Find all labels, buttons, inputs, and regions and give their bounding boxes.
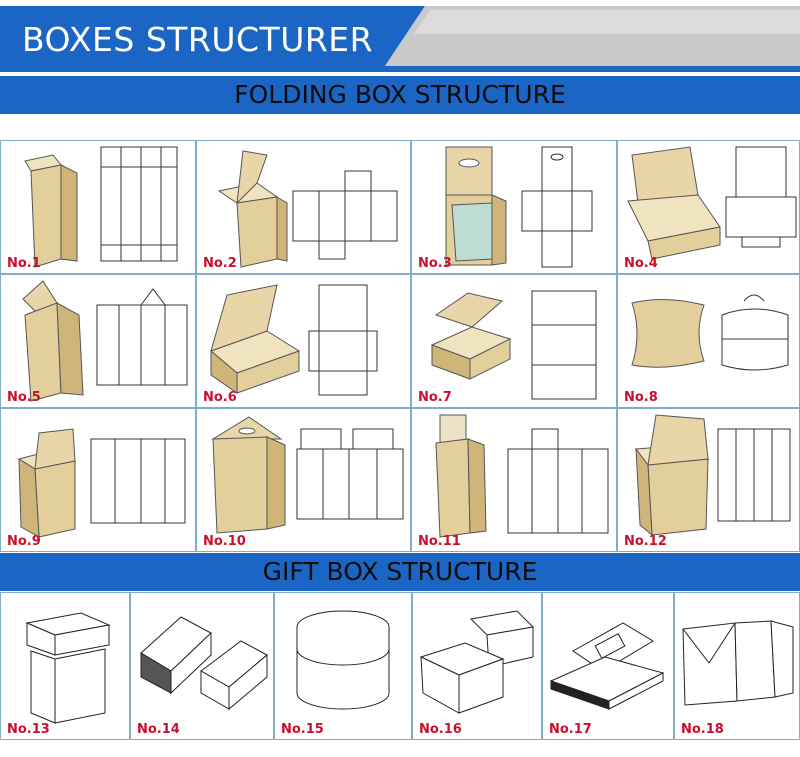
box-cell-5: No.5 bbox=[0, 274, 196, 408]
box-cell-14: No.14 bbox=[130, 592, 274, 740]
header-banner: BOXES STRUCTURER bbox=[0, 0, 800, 72]
box-illustration bbox=[296, 610, 390, 710]
box-number-label: No.7 bbox=[418, 390, 452, 405]
box-cell-18: No.18 bbox=[674, 592, 800, 740]
box-number-label: No.1 bbox=[7, 256, 41, 271]
box-number-label: No.8 bbox=[624, 390, 658, 405]
box-illustration bbox=[140, 616, 268, 711]
banner-shape bbox=[0, 6, 800, 72]
box-number-label: No.18 bbox=[681, 722, 724, 737]
box-number-label: No.2 bbox=[203, 256, 237, 271]
box-cell-7: No.7 bbox=[411, 274, 617, 408]
box-cell-15: No.15 bbox=[274, 592, 412, 740]
box-cell-8: No.8 bbox=[617, 274, 800, 408]
box-cell-6: No.6 bbox=[196, 274, 411, 408]
box-cell-17: No.17 bbox=[542, 592, 674, 740]
box-illustration bbox=[17, 428, 186, 538]
box-illustration bbox=[445, 146, 593, 268]
box-number-label: No.17 bbox=[549, 722, 592, 737]
section-folding-title: FOLDING BOX STRUCTURE bbox=[0, 76, 800, 114]
box-number-label: No.10 bbox=[203, 534, 246, 549]
box-cell-4: No.4 bbox=[617, 140, 800, 274]
page-title: BOXES STRUCTURER bbox=[22, 20, 374, 59]
section-gift-title: GIFT BOX STRUCTURE bbox=[0, 553, 800, 591]
box-cell-13: No.13 bbox=[0, 592, 130, 740]
box-number-label: No.14 bbox=[137, 722, 180, 737]
box-number-label: No.6 bbox=[203, 390, 237, 405]
box-number-label: No.11 bbox=[418, 534, 461, 549]
box-illustration bbox=[430, 290, 597, 400]
box-number-label: No.4 bbox=[624, 256, 658, 271]
box-cell-11: No.11 bbox=[411, 408, 617, 552]
box-number-label: No.13 bbox=[7, 722, 50, 737]
box-illustration bbox=[217, 150, 398, 268]
box-number-label: No.12 bbox=[624, 534, 667, 549]
box-cell-9: No.9 bbox=[0, 408, 196, 552]
box-illustration bbox=[210, 284, 378, 396]
box-number-label: No.3 bbox=[418, 256, 452, 271]
box-cell-12: No.12 bbox=[617, 408, 800, 552]
box-illustration bbox=[24, 146, 178, 268]
box-illustration bbox=[549, 622, 665, 710]
box-illustration bbox=[435, 414, 609, 538]
box-illustration bbox=[211, 416, 404, 534]
folding-box-grid: No.1 No.2 No.3 bbox=[0, 140, 800, 552]
box-cell-1: No.1 bbox=[0, 140, 196, 274]
box-illustration bbox=[627, 146, 797, 260]
box-illustration bbox=[631, 294, 789, 371]
box-number-label: No.15 bbox=[281, 722, 324, 737]
gift-box-grid: No.13 No.14 No.15 No.16 bbox=[0, 592, 800, 740]
box-number-label: No.9 bbox=[7, 534, 41, 549]
box-cell-10: No.10 bbox=[196, 408, 411, 552]
box-illustration bbox=[419, 610, 535, 714]
box-illustration bbox=[22, 280, 188, 402]
box-illustration bbox=[25, 612, 111, 724]
box-number-label: No.16 bbox=[419, 722, 462, 737]
box-number-label: No.5 bbox=[7, 390, 41, 405]
box-cell-16: No.16 bbox=[412, 592, 542, 740]
box-cell-3: No.3 bbox=[411, 140, 617, 274]
box-illustration bbox=[635, 414, 791, 537]
box-cell-2: No.2 bbox=[196, 140, 411, 274]
box-illustration bbox=[682, 620, 794, 706]
